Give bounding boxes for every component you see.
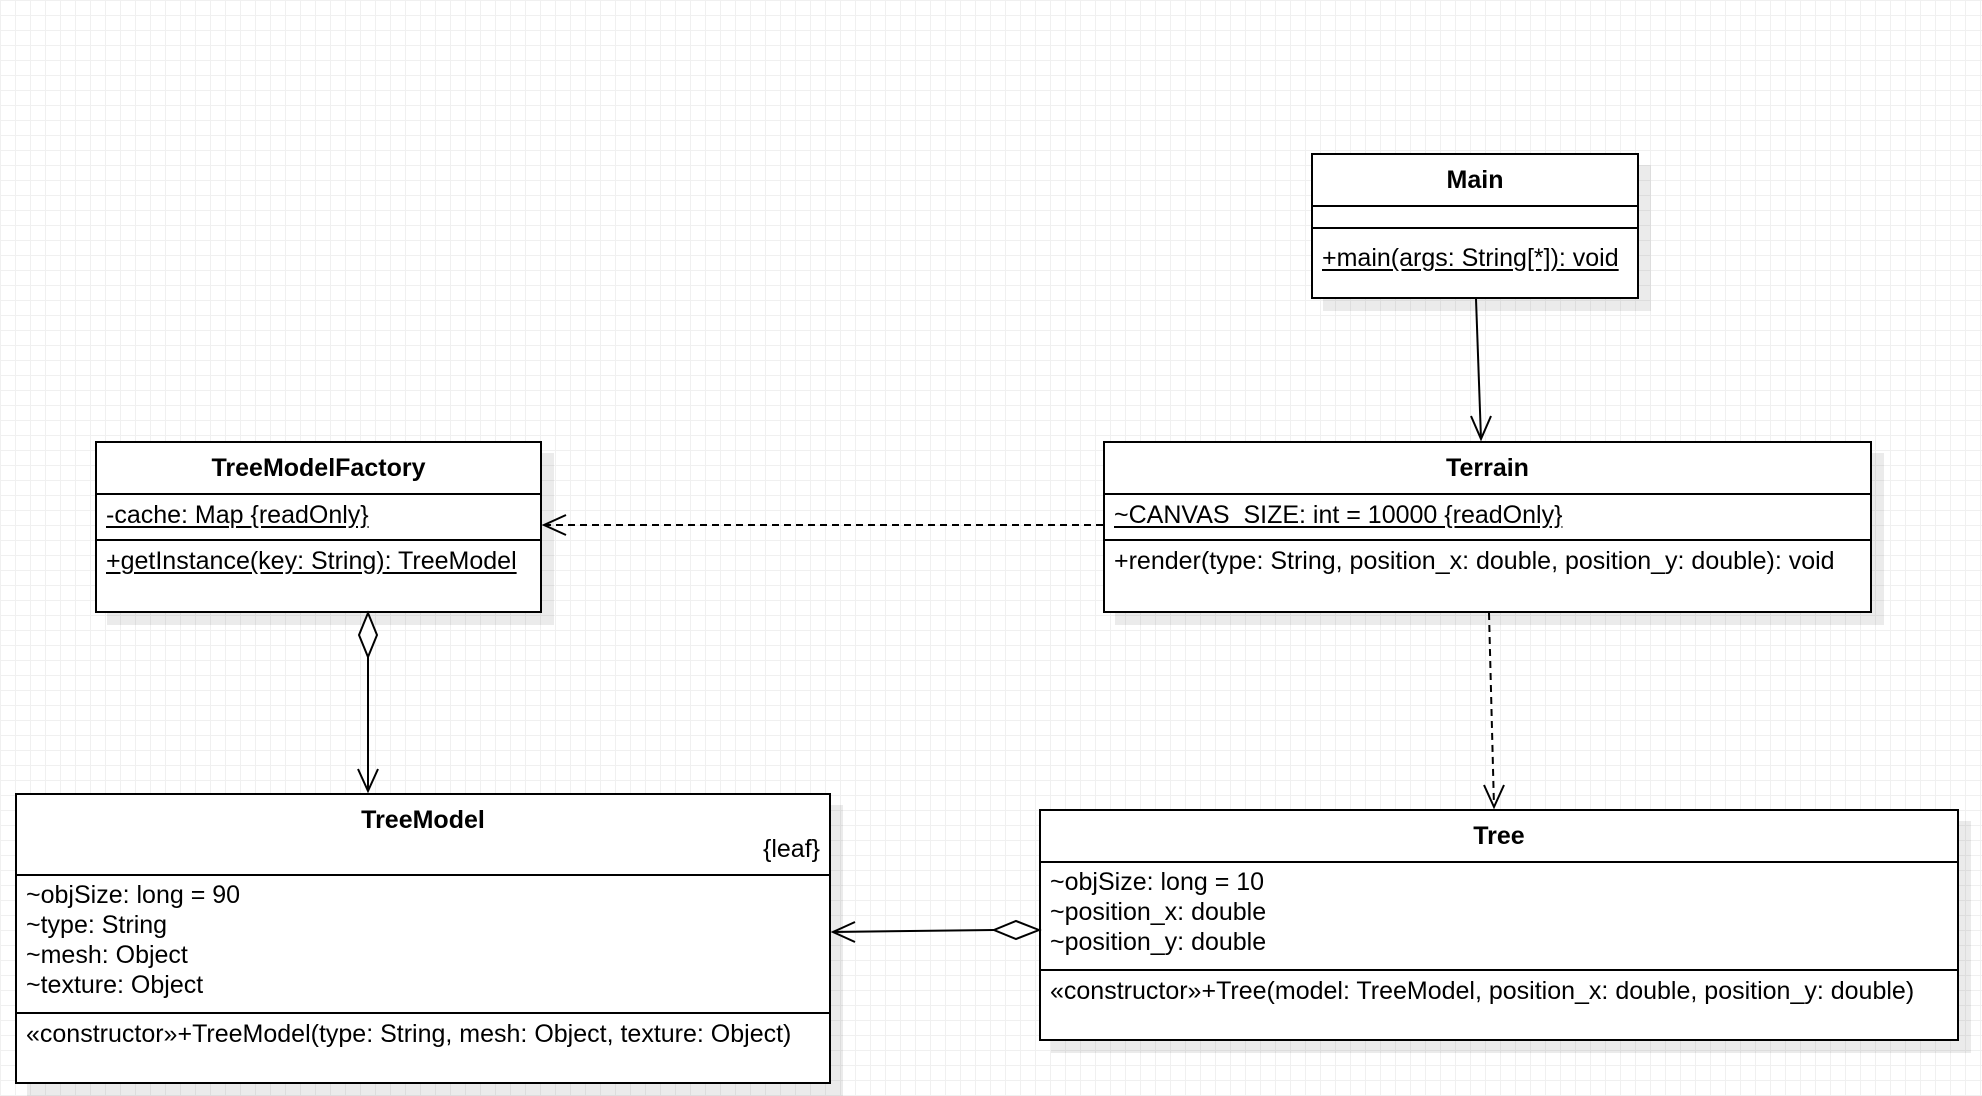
attribute-cache: -cache: Map {readOnly} xyxy=(106,501,369,529)
operations-section: «constructor»+Tree(model: TreeModel, pos… xyxy=(1041,971,1957,1006)
operation-main: +main(args: String[*]): void xyxy=(1322,244,1619,272)
operations-section: «constructor»+TreeModel(type: String, me… xyxy=(17,1014,829,1049)
class-main[interactable]: Main +main(args: String[*]): void xyxy=(1311,153,1639,299)
class-tree[interactable]: Tree ~objSize: long = 10 ~position_x: do… xyxy=(1039,809,1959,1041)
operation-get-instance: +getInstance(key: String): TreeModel xyxy=(106,547,517,575)
class-terrain[interactable]: Terrain ~CANVAS_SIZE: int = 10000 {readO… xyxy=(1103,441,1872,613)
class-property: {leaf} xyxy=(762,835,820,863)
class-name: Terrain xyxy=(1446,454,1529,482)
attributes-section: -cache: Map {readOnly} xyxy=(97,495,540,541)
class-header: TreeModel {leaf} xyxy=(17,795,829,876)
class-header: Tree xyxy=(1041,811,1957,863)
attribute-type: ~type: String xyxy=(26,911,168,939)
attribute-obj-size: ~objSize: long = 10 xyxy=(1050,868,1265,896)
operation-constructor: «constructor»+TreeModel(type: String, me… xyxy=(26,1020,792,1048)
attributes-section: ~objSize: long = 10 ~position_x: double … xyxy=(1041,863,1957,971)
class-header: Main xyxy=(1313,155,1637,207)
class-tree-model-factory[interactable]: TreeModelFactory -cache: Map {readOnly} … xyxy=(95,441,542,613)
operation-render: +render(type: String, position_x: double… xyxy=(1114,547,1835,575)
attribute-obj-size: ~objSize: long = 90 xyxy=(26,881,241,909)
attributes-section: ~objSize: long = 90 ~type: String ~mesh:… xyxy=(17,876,829,1014)
attributes-section xyxy=(1313,207,1637,229)
attribute-position-y: ~position_y: double xyxy=(1050,928,1267,956)
class-header: Terrain xyxy=(1105,443,1870,495)
operations-section: +getInstance(key: String): TreeModel xyxy=(97,541,540,576)
operation-constructor: «constructor»+Tree(model: TreeModel, pos… xyxy=(1050,977,1915,1005)
attributes-section: ~CANVAS_SIZE: int = 10000 {readOnly} xyxy=(1105,495,1870,541)
association-main-terrain[interactable] xyxy=(1470,298,1492,442)
aggregation-tree-treemodel[interactable] xyxy=(830,919,1042,943)
class-tree-model[interactable]: TreeModel {leaf} ~objSize: long = 90 ~ty… xyxy=(15,793,831,1084)
dependency-terrain-tree[interactable] xyxy=(1483,612,1505,810)
class-header: TreeModelFactory xyxy=(97,443,540,495)
attribute-canvas-size: ~CANVAS_SIZE: int = 10000 {readOnly} xyxy=(1114,501,1563,529)
attribute-texture: ~texture: Object xyxy=(26,971,204,999)
operations-section: +main(args: String[*]): void xyxy=(1313,229,1637,273)
dependency-terrain-factory[interactable] xyxy=(541,514,1103,536)
class-name: Tree xyxy=(1473,822,1525,850)
aggregation-factory-treemodel[interactable] xyxy=(357,610,379,794)
class-name: Main xyxy=(1446,166,1504,194)
class-name: TreeModel xyxy=(361,806,485,834)
operations-section: +render(type: String, position_x: double… xyxy=(1105,541,1870,576)
class-name: TreeModelFactory xyxy=(211,454,426,482)
attribute-mesh: ~mesh: Object xyxy=(26,941,188,969)
attribute-position-x: ~position_x: double xyxy=(1050,898,1267,926)
